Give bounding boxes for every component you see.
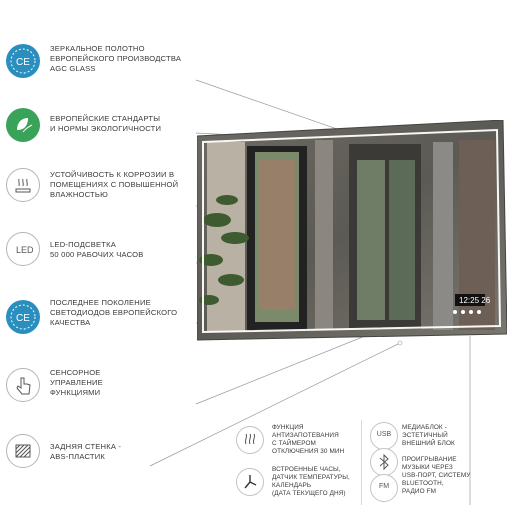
feature-corrosion: УСТОЙЧИВОСТЬ К КОРРОЗИИ В ПОМЕЩЕНИЯХ С П…	[6, 168, 196, 204]
feature-line: УСТОЙЧИВОСТЬ К КОРРОЗИИ В	[50, 170, 175, 179]
feature-line: LED-ПОДСВЕТКА	[50, 240, 116, 249]
bluetooth-line: РАДИО FM	[402, 488, 437, 495]
usb-icon-label: USB	[376, 431, 392, 438]
clock-text: ВСТРОЕННЫЕ ЧАСЫ, ДАТЧИК ТЕМПЕРАТУРЫ, КАЛ…	[272, 466, 350, 498]
feature-line: ЗАДНЯЯ СТЕНКА -	[50, 442, 122, 451]
usb-line: МЕДИАБЛОК -	[402, 424, 447, 431]
fm-icon: FM	[370, 474, 398, 502]
feature-led: LED LED-ПОДСВЕТКА 50 000 РАБОЧИХ ЧАСОВ	[6, 232, 196, 268]
ce-mark-icon: CE	[6, 300, 40, 334]
feature-line: ПОСЛЕДНЕЕ ПОКОЛЕНИЕ	[50, 298, 151, 307]
divider	[361, 420, 362, 505]
antifog-text: ФУНКЦИЯ АНТИЗАПОТЕВАНИЯ С ТАЙМЕРОМ ОТКЛЮ…	[272, 424, 344, 456]
antifog-icon	[236, 426, 264, 454]
antifog-line: АНТИЗАПОТЕВАНИЯ	[272, 432, 339, 439]
bluetooth-text: ПРОИГРЫВАНИЕ МУЗЫКИ ЧЕРЕЗ USB-ПОРТ, СИСТ…	[402, 456, 470, 496]
feature-line: И НОРМЫ ЭКОЛОГИЧНОСТИ	[50, 124, 162, 133]
feature-text: СЕНСОРНОЕ УПРАВЛЕНИЕ ФУНКЦИЯМИ	[50, 368, 103, 398]
feature-eco-standards: ЕВРОПЕЙСКИЕ СТАНДАРТЫ И НОРМЫ ЭКОЛОГИЧНО…	[6, 108, 196, 144]
feature-line: ЕВРОПЕЙСКОГО ПРОИЗВОДСТВА	[50, 54, 182, 63]
feature-line: КАЧЕСТВА	[50, 318, 91, 327]
usb-line: ВНЕШНИЙ БЛОК	[402, 440, 455, 447]
ce-mark-icon: CE	[6, 44, 40, 78]
feature-line: ЗЕРКАЛЬНОЕ ПОЛОТНО	[50, 44, 145, 53]
feature-line: УПРАВЛЕНИЕ	[50, 378, 103, 387]
connector-line	[195, 79, 361, 138]
clock-line: ДАТЧИК ТЕМПЕРАТУРЫ,	[272, 474, 350, 481]
feature-line: 50 000 РАБОЧИХ ЧАСОВ	[50, 250, 144, 259]
led-icon: LED	[6, 232, 40, 266]
feature-text: ЗАДНЯЯ СТЕНКА - ABS-ПЛАСТИК	[50, 442, 121, 462]
marker-dot	[397, 340, 403, 346]
feature-line: ФУНКЦИЯМИ	[50, 388, 101, 397]
clock-line: КАЛЕНДАРЬ	[272, 482, 312, 489]
bluetooth-line: USB-ПОРТ, СИСТЕМУ	[402, 472, 471, 479]
touch-hand-icon	[6, 368, 40, 402]
feature-text: ЕВРОПЕЙСКИЕ СТАНДАРТЫ И НОРМЫ ЭКОЛОГИЧНО…	[50, 114, 161, 134]
feature-text: ПОСЛЕДНЕЕ ПОКОЛЕНИЕ СВЕТОДИОДОВ ЕВРОПЕЙС…	[50, 298, 177, 328]
feature-back-panel: ЗАДНЯЯ СТЕНКА - ABS-ПЛАСТИК	[6, 434, 196, 470]
feature-line: ABS-ПЛАСТИК	[50, 452, 106, 461]
clock-line: (ДАТА ТЕКУЩЕГО ДНЯ)	[272, 490, 346, 497]
feature-line: ПОМЕЩЕНИЯХ С ПОВЫШЕННОЙ	[50, 180, 179, 189]
back-panel-icon	[6, 434, 40, 468]
connector-line	[149, 342, 401, 467]
svg-text:CE: CE	[16, 313, 30, 324]
usb-icon: USB	[370, 422, 398, 450]
connector-line	[195, 329, 381, 405]
fm-icon-label: FM	[378, 483, 390, 490]
feature-touch-control: СЕНСОРНОЕ УПРАВЛЕНИЕ ФУНКЦИЯМИ	[6, 368, 196, 404]
clock-line: ВСТРОЕННЫЕ ЧАСЫ,	[272, 466, 341, 473]
feature-text: ЗЕРКАЛЬНОЕ ПОЛОТНО ЕВРОПЕЙСКОГО ПРОИЗВОД…	[50, 44, 181, 74]
usb-text: МЕДИАБЛОК - ЭСТЕТИЧНЫЙ ВНЕШНИЙ БЛОК	[402, 424, 455, 448]
clock-icon	[236, 468, 264, 496]
feature-line: AGC GLASS	[50, 64, 96, 73]
leaves-icon	[6, 108, 40, 142]
svg-text:CE: CE	[16, 57, 30, 68]
bluetooth-line: BLUETOOTH,	[402, 480, 444, 487]
feature-line: ВЛАЖНОСТЬЮ	[50, 190, 108, 199]
antifog-line: С ТАЙМЕРОМ	[272, 440, 316, 447]
feature-line: ЕВРОПЕЙСКИЕ СТАНДАРТЫ	[50, 114, 161, 123]
mirror-clock: 12:25 26	[459, 296, 491, 305]
antifog-line: ФУНКЦИЯ	[272, 424, 304, 431]
antifog-line: ОТКЛЮЧЕНИЯ 30 МИН	[272, 448, 345, 455]
feature-mirror-glass: CE ЗЕРКАЛЬНОЕ ПОЛОТНО ЕВРОПЕЙСКОГО ПРОИЗ…	[6, 44, 196, 80]
led-icon-label: LED	[16, 245, 34, 255]
steam-icon	[6, 168, 40, 202]
usb-line: ЭСТЕТИЧНЫЙ	[402, 432, 448, 439]
mirror-image: 12:25 26	[197, 120, 507, 341]
bluetooth-line: ПРОИГРЫВАНИЕ	[402, 456, 457, 463]
bluetooth-line: МУЗЫКИ ЧЕРЕЗ	[402, 464, 453, 471]
feature-line: СВЕТОДИОДОВ ЕВРОПЕЙСКОГО	[50, 308, 178, 317]
bluetooth-icon	[370, 448, 398, 476]
feature-text: LED-ПОДСВЕТКА 50 000 РАБОЧИХ ЧАСОВ	[50, 240, 144, 260]
feature-line: СЕНСОРНОЕ	[50, 368, 101, 377]
feature-led-generation: CE ПОСЛЕДНЕЕ ПОКОЛЕНИЕ СВЕТОДИОДОВ ЕВРОП…	[6, 298, 196, 336]
feature-text: УСТОЙЧИВОСТЬ К КОРРОЗИИ В ПОМЕЩЕНИЯХ С П…	[50, 170, 178, 200]
